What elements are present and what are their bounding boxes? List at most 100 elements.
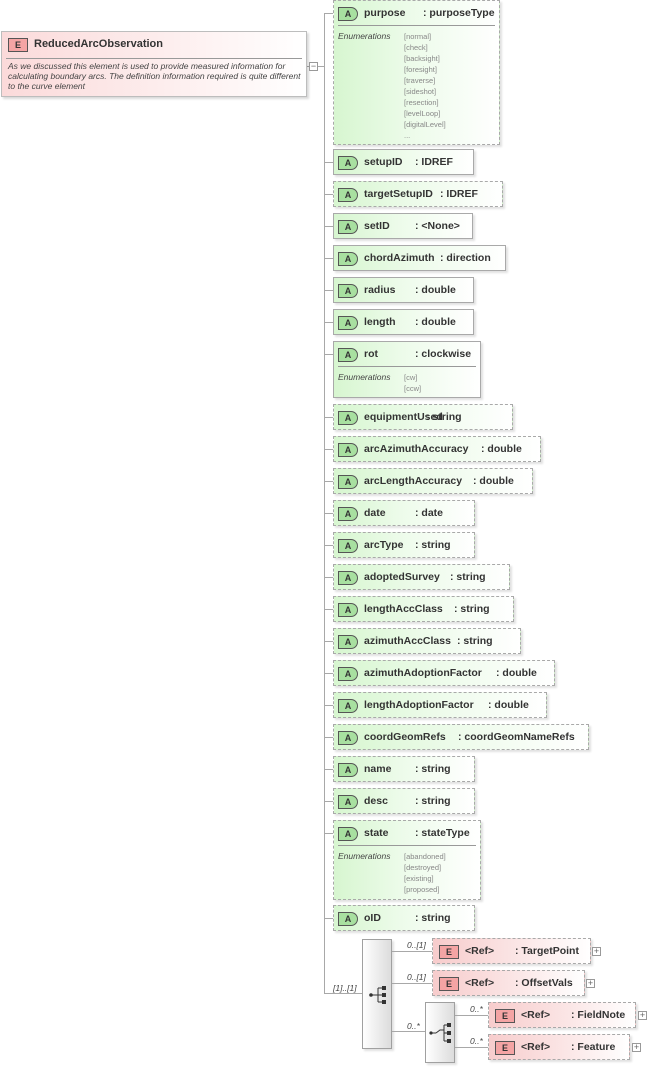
attribute-connector — [324, 545, 333, 546]
enumeration-value: [resection] — [404, 98, 439, 107]
enumerations-label: Enumerations — [338, 372, 391, 382]
enumeration-divider — [338, 366, 476, 367]
attribute-connector — [324, 737, 333, 738]
attribute-connector — [324, 833, 333, 834]
attribute-badge-icon: A — [338, 731, 358, 745]
attribute-connector — [324, 290, 333, 291]
attribute-type: : IDREF — [440, 188, 478, 200]
field-note-occurrence: 0..* — [470, 1004, 483, 1014]
attribute-badge-icon: A — [338, 252, 358, 266]
attribute-type: : direction — [440, 252, 491, 264]
sequence-icon — [369, 986, 386, 1004]
element-badge-icon: E — [439, 945, 459, 959]
element-target-point[interactable]: E <Ref> : TargetPoint — [432, 938, 591, 964]
choice-occurrence: 0..* — [407, 1021, 420, 1031]
attribute-type: : date — [415, 507, 444, 519]
element-badge-icon: E — [439, 977, 459, 991]
attribute-badge-icon: A — [338, 635, 358, 649]
attribute-badge-icon: A — [338, 316, 358, 330]
attribute-badge-icon: A — [338, 507, 358, 521]
element-badge-icon: E — [495, 1041, 515, 1055]
element-field-note[interactable]: E <Ref> : FieldNote — [488, 1002, 636, 1028]
element-ref-label: <Ref> — [465, 945, 495, 957]
choice-branch-line — [455, 1047, 488, 1048]
choice-compositor[interactable] — [425, 1002, 455, 1063]
attribute-name: rot — [364, 348, 378, 360]
attribute-name: arcType — [364, 539, 404, 551]
enumeration-value: [foresight] — [404, 65, 437, 74]
attribute-badge-icon: A — [338, 571, 358, 585]
attribute-type: : string — [457, 635, 493, 647]
attribute-connector — [324, 322, 333, 323]
attribute-connector — [324, 194, 333, 195]
enumeration-value: [levelLoop] — [404, 109, 441, 118]
attribute-name: state — [364, 827, 389, 839]
enumeration-value: [normal] — [404, 32, 432, 41]
attribute-name: adoptedSurvey — [364, 571, 440, 583]
enumerations-label: Enumerations — [338, 31, 391, 41]
attribute-connector — [324, 481, 333, 482]
attribute-badge-icon: A — [338, 539, 358, 553]
collapse-icon[interactable]: − — [309, 61, 318, 71]
seq-branch-line — [392, 1031, 425, 1032]
attribute-connector — [324, 513, 333, 514]
expand-icon[interactable]: + — [586, 978, 595, 988]
attribute-type: : string — [426, 411, 462, 423]
attribute-type: : stateType — [415, 827, 470, 839]
expand-icon[interactable]: + — [592, 946, 601, 956]
element-offset-vals[interactable]: E <Ref> : OffsetVals — [432, 970, 585, 996]
attribute-name: setID — [364, 220, 390, 232]
attribute-type: : IDREF — [415, 156, 453, 168]
element-feature[interactable]: E <Ref> : Feature — [488, 1034, 630, 1060]
attribute-connector — [324, 162, 333, 163]
attribute-connector — [324, 354, 333, 355]
attribute-badge-icon: A — [338, 411, 358, 425]
attribute-type: : double — [496, 667, 537, 679]
attribute-name: chordAzimuth — [364, 252, 435, 264]
attribute-connector — [324, 226, 333, 227]
expand-icon[interactable]: + — [632, 1042, 641, 1052]
attribute-type: : coordGeomNameRefs — [458, 731, 575, 743]
element-ref-label: <Ref> — [465, 977, 495, 989]
element-type: : FieldNote — [571, 1009, 626, 1021]
enumerations-label: Enumerations — [338, 851, 391, 861]
sequence-connector — [324, 993, 362, 994]
sequence-compositor[interactable] — [362, 939, 392, 1049]
enumeration-value: [backsight] — [404, 54, 440, 63]
enumeration-values: [cw][ccw] — [404, 372, 421, 394]
attribute-type: : double — [473, 475, 514, 487]
attribute-connector — [324, 13, 333, 14]
enumeration-value: [digitalLevel] — [404, 120, 446, 129]
attribute-badge-icon: A — [338, 348, 358, 362]
expand-icon[interactable]: + — [638, 1010, 647, 1020]
attribute-connector — [324, 417, 333, 418]
element-type: : Feature — [571, 1041, 616, 1053]
root-element[interactable]: E ReducedArcObservation As we discussed … — [1, 31, 307, 97]
attribute-type: : double — [488, 699, 529, 711]
attribute-connector — [324, 801, 333, 802]
element-type: : TargetPoint — [515, 945, 579, 957]
